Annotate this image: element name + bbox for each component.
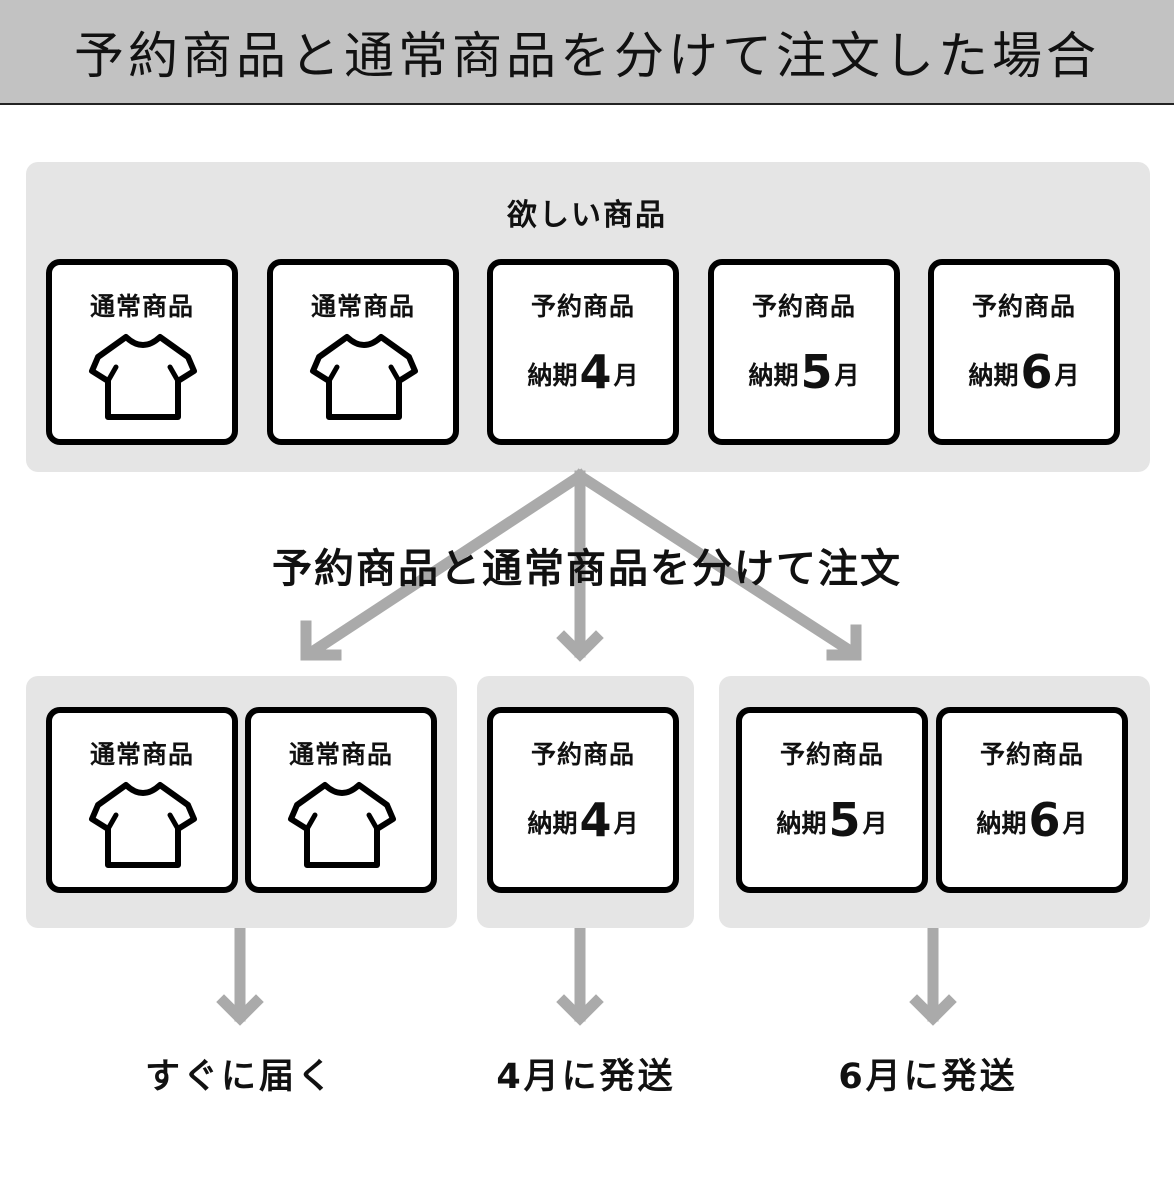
due-month: 5 <box>800 345 833 399</box>
item-label: 予約商品 <box>751 292 856 321</box>
wanted-items-title: 欲しい商品 <box>507 198 667 233</box>
item-label: 通常商品 <box>89 740 194 769</box>
wanted-item-regular-1: 通常商品 <box>46 259 238 445</box>
due-date: 納期5月 <box>742 793 922 847</box>
item-label: 予約商品 <box>779 740 884 769</box>
due-prefix: 納期 <box>968 361 1019 390</box>
wanted-item-preorder-may: 予約商品 納期5月 <box>708 259 900 445</box>
wanted-item-regular-2: 通常商品 <box>267 259 459 445</box>
split-order-text: 予約商品と通常商品を分けて注文 <box>272 546 902 592</box>
header-bar: 予約商品と通常商品を分けて注文した場合 <box>0 0 1174 105</box>
wanted-item-preorder-june: 予約商品 納期6月 <box>928 259 1120 445</box>
order-item-regular-1: 通常商品 <box>46 707 238 893</box>
due-prefix: 納期 <box>748 361 799 390</box>
due-suffix: 月 <box>1054 361 1080 390</box>
tshirt-icon <box>310 334 418 420</box>
due-month: 5 <box>828 793 861 847</box>
due-suffix: 月 <box>834 361 860 390</box>
tshirt-icon <box>288 782 396 868</box>
due-month: 6 <box>1020 345 1053 399</box>
due-date: 納期6月 <box>942 793 1122 847</box>
item-label: 予約商品 <box>530 740 635 769</box>
result-arrow-right-head <box>909 994 957 1026</box>
order-item-preorder-may: 予約商品 納期5月 <box>736 707 928 893</box>
due-prefix: 納期 <box>527 809 578 838</box>
tshirt-icon <box>89 782 197 868</box>
due-suffix: 月 <box>1062 809 1088 838</box>
due-date: 納期4月 <box>493 793 673 847</box>
split-arrow-left-head <box>300 620 342 661</box>
item-label: 予約商品 <box>530 292 635 321</box>
due-prefix: 納期 <box>527 361 578 390</box>
due-date: 納期6月 <box>934 345 1114 399</box>
tshirt-icon <box>89 334 197 420</box>
due-suffix: 月 <box>862 809 888 838</box>
due-month: 4 <box>579 793 612 847</box>
split-order-label: 予約商品と通常商品を分けて注文 <box>0 536 1174 594</box>
page-title: 予約商品と通常商品を分けて注文した場合 <box>74 26 1100 85</box>
item-label: 予約商品 <box>979 740 1084 769</box>
order-item-preorder-april: 予約商品 納期4月 <box>487 707 679 893</box>
order-item-regular-2: 通常商品 <box>245 707 437 893</box>
due-date: 納期4月 <box>493 345 673 399</box>
due-date: 納期5月 <box>714 345 894 399</box>
result-june-shipping: 6月に発送 <box>838 1057 1018 1097</box>
due-prefix: 納期 <box>976 809 1027 838</box>
due-month: 6 <box>1028 793 1061 847</box>
result-april-shipping: 4月に発送 <box>496 1057 676 1097</box>
due-suffix: 月 <box>613 809 639 838</box>
split-arrow-center-head <box>556 630 604 662</box>
due-suffix: 月 <box>613 361 639 390</box>
split-arrow-right-head <box>826 624 862 661</box>
item-label: 予約商品 <box>971 292 1076 321</box>
result-arrow-left-head <box>216 994 264 1026</box>
item-label: 通常商品 <box>89 292 194 321</box>
wanted-item-preorder-april: 予約商品 納期4月 <box>487 259 679 445</box>
due-month: 4 <box>579 345 612 399</box>
item-label: 通常商品 <box>288 740 393 769</box>
result-arrow-center-head <box>556 994 604 1026</box>
order-item-preorder-june: 予約商品 納期6月 <box>936 707 1128 893</box>
result-immediate: すぐに届く <box>144 1057 335 1097</box>
item-label: 通常商品 <box>310 292 415 321</box>
due-prefix: 納期 <box>776 809 827 838</box>
